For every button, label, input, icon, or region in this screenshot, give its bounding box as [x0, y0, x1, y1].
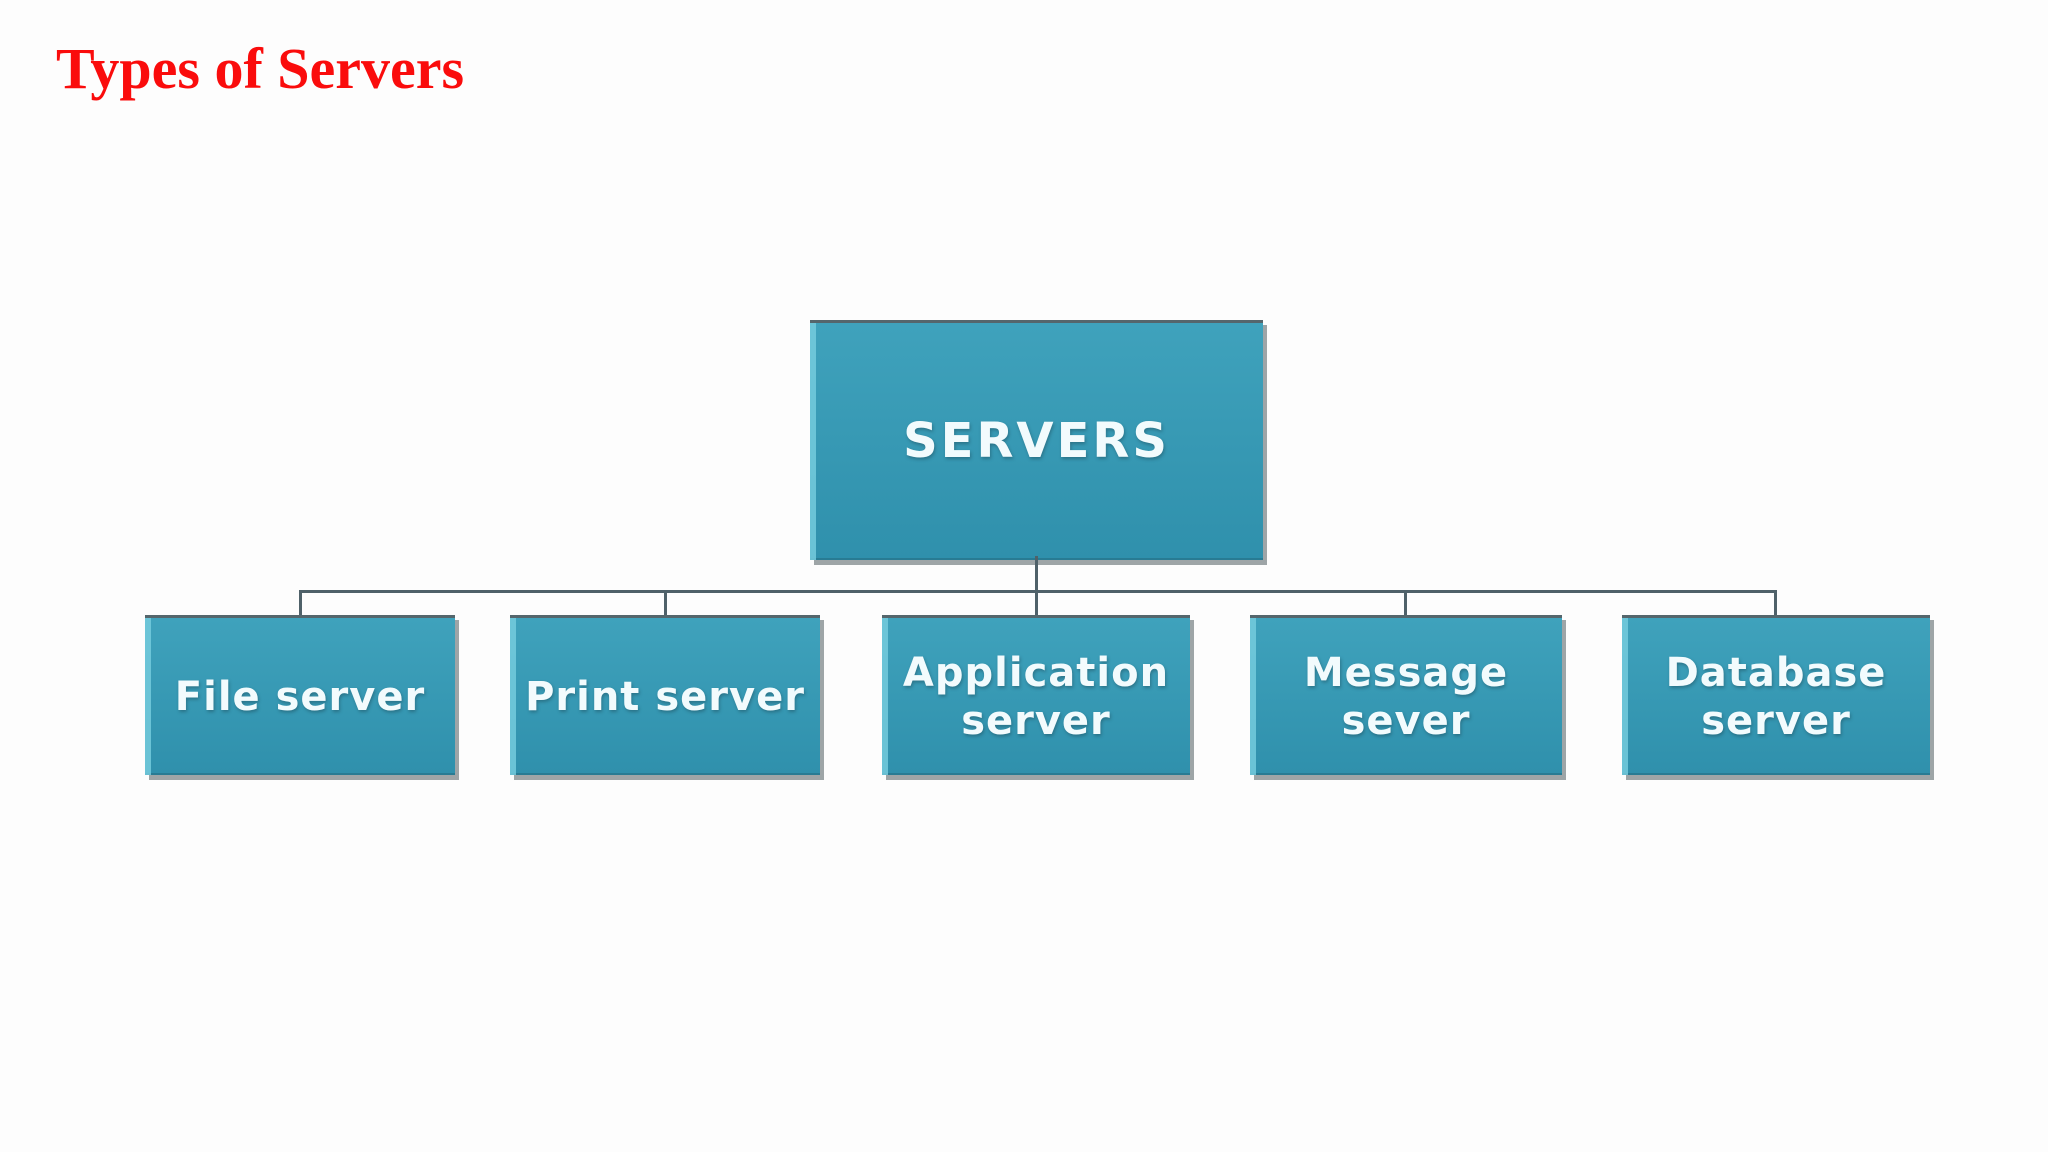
connector-stem-print-server — [664, 592, 667, 617]
node-message-sever: Message sever — [1250, 615, 1562, 775]
node-print-server: Print server — [510, 615, 820, 775]
node-file-server-label: File server — [174, 673, 426, 720]
node-print-server-label: Print server — [525, 673, 805, 720]
connector-root-stem — [1035, 556, 1038, 593]
node-application-server: Application server — [882, 615, 1190, 775]
node-database-server: Database server — [1622, 615, 1930, 775]
node-database-server-label: Database server — [1665, 649, 1887, 744]
connector-stem-message-sever — [1404, 592, 1407, 617]
connector-stem-application-server — [1035, 592, 1038, 617]
connector-stem-database-server — [1774, 592, 1777, 617]
node-message-sever-label: Message sever — [1303, 649, 1509, 744]
page-title: Types of Servers — [56, 36, 465, 101]
node-servers: SERVERS — [810, 320, 1263, 560]
node-servers-label: SERVERS — [903, 412, 1170, 469]
node-file-server: File server — [145, 615, 455, 775]
node-application-server-label: Application server — [902, 649, 1170, 744]
connector-horizontal-bar — [299, 590, 1777, 593]
connector-stem-file-server — [299, 592, 302, 617]
